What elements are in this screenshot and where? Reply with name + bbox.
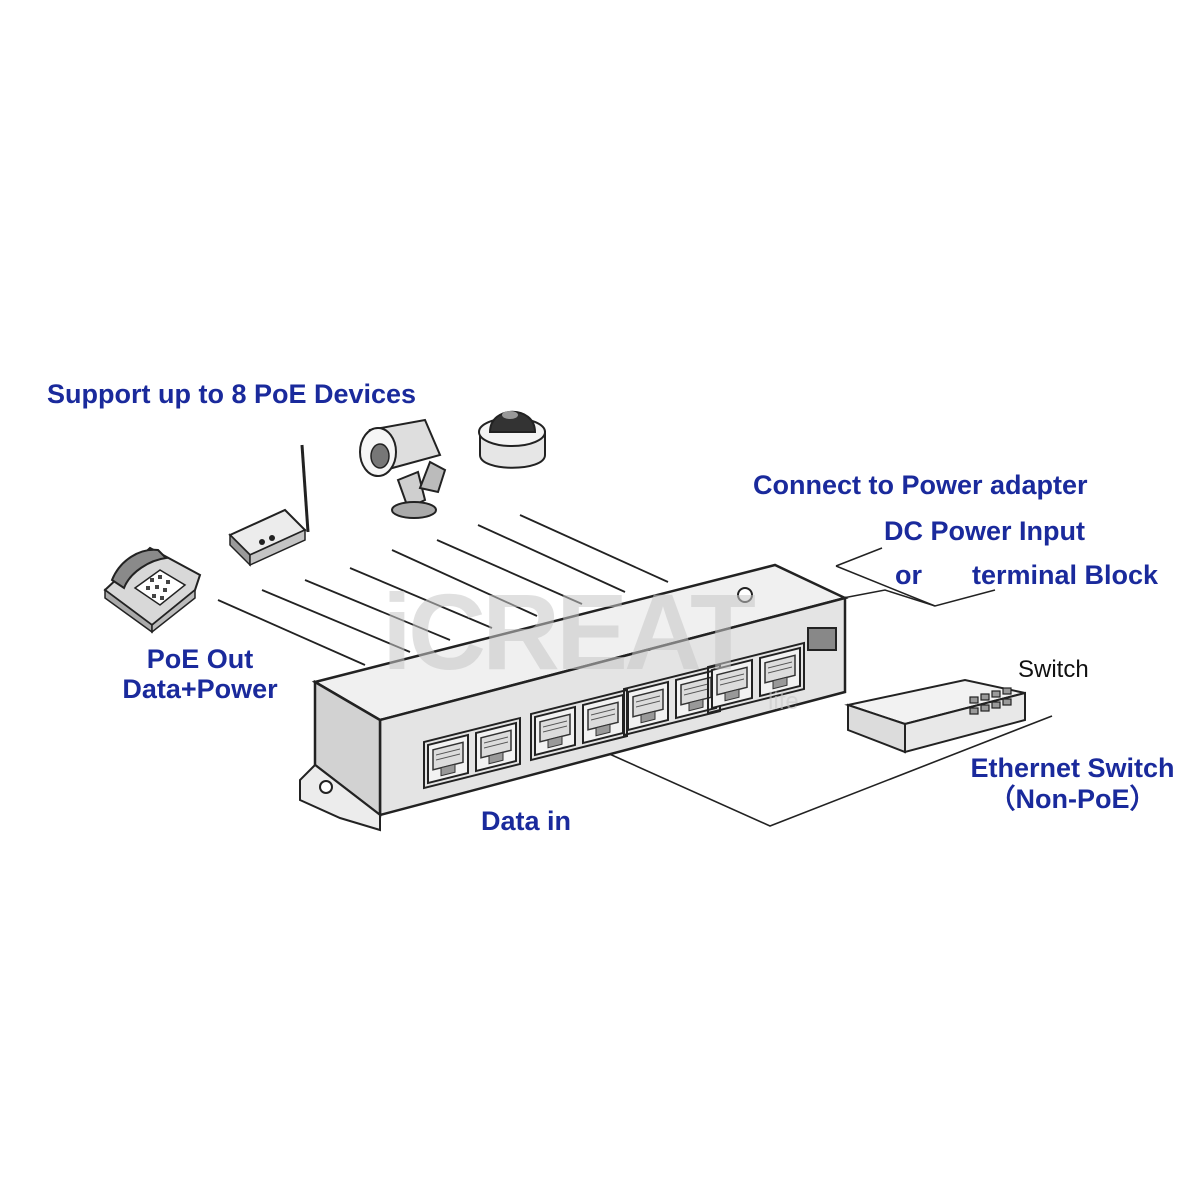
poe-out-line-1: PoE Out xyxy=(146,644,254,674)
telephone-icon xyxy=(103,546,202,634)
watermark-brand: iCREAT xyxy=(382,571,756,692)
dome-camera-icon xyxy=(478,410,546,469)
terminal-block-label: terminal Block xyxy=(972,560,1159,590)
data-in-connection-line xyxy=(604,715,1053,827)
wireless-ap-icon xyxy=(228,444,310,567)
support-devices-label: Support up to 8 PoE Devices xyxy=(47,379,417,409)
poe-out-label: PoE Out Data+Power xyxy=(100,646,300,703)
ethernet-switch-icon xyxy=(844,678,1026,754)
ethernet-switch-line-2: （Non-PoE） xyxy=(988,784,1157,814)
poe-out-line-2: Data+Power xyxy=(122,674,278,704)
device-connection-lines xyxy=(217,514,669,666)
poe-injector-icon xyxy=(299,563,849,832)
power-connection-line xyxy=(842,589,996,607)
or-label: or xyxy=(895,560,922,590)
data-in-label: Data in xyxy=(481,806,572,836)
switch-label: Switch xyxy=(1018,656,1089,683)
ethernet-switch-line-1: Ethernet Switch xyxy=(970,753,1175,783)
dc-power-input-label: DC Power Input xyxy=(884,516,1085,546)
ethernet-switch-label: Ethernet Switch （Non-PoE） xyxy=(960,755,1185,813)
bullet-camera-icon xyxy=(359,418,447,519)
watermark-tagline: life xyxy=(768,688,799,715)
connect-power-label: Connect to Power adapter xyxy=(753,470,1088,500)
